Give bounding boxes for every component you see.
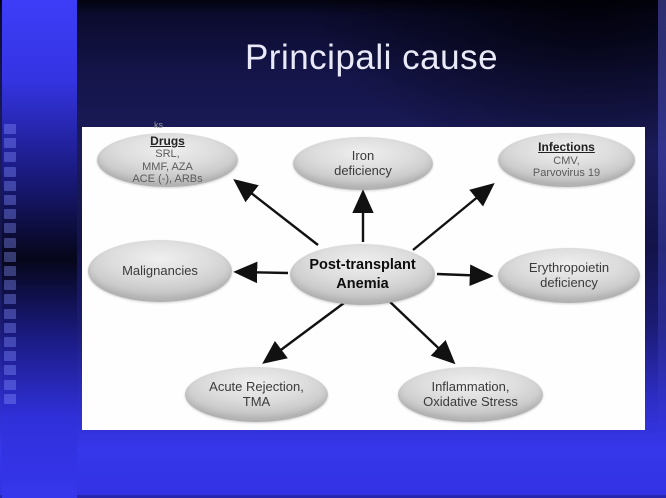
node-infections: Infections CMV, Parvovirus 19 bbox=[498, 133, 635, 187]
arrow-to-inflammation bbox=[387, 299, 456, 365]
node-drugs-sub: SRL, bbox=[155, 148, 180, 161]
node-drugs-sub: MMF, AZA bbox=[142, 160, 193, 173]
node-malignancies: Malignancies bbox=[88, 240, 232, 302]
film-strip-square bbox=[4, 266, 16, 276]
node-drugs-header: Drugs bbox=[150, 134, 185, 149]
arrow-to-erythropoietin bbox=[436, 264, 494, 287]
node-iron-line: Iron bbox=[351, 147, 375, 163]
node-drugs: Drugs SRL, MMF, AZA ACE (-), ARBs bbox=[97, 133, 238, 187]
film-strip-square bbox=[4, 380, 16, 390]
film-strip-square bbox=[4, 252, 16, 262]
film-strip-square bbox=[4, 238, 16, 248]
arrow-to-acute-rejection bbox=[262, 299, 349, 364]
center-node-line: Post-transplant bbox=[309, 257, 416, 274]
film-strip-square bbox=[4, 280, 16, 290]
node-infections-header: Infections bbox=[538, 140, 595, 155]
film-strip-square bbox=[4, 323, 16, 333]
film-strip-square bbox=[4, 365, 16, 375]
film-strip-square bbox=[4, 124, 16, 134]
film-strip-square bbox=[4, 138, 16, 148]
node-drugs-sub: ACE (-), ARBs bbox=[132, 172, 203, 185]
film-strip-square bbox=[4, 195, 16, 205]
node-epo-line: Erythropoietin bbox=[528, 259, 610, 275]
film-strip-square bbox=[4, 294, 16, 304]
node-iron-deficiency: Iron deficiency bbox=[293, 137, 433, 190]
node-malignancies-line: Malignancies bbox=[122, 262, 198, 278]
node-erythropoietin-deficiency: Erythropoietin deficiency bbox=[498, 248, 640, 303]
node-iron-line: deficiency bbox=[334, 162, 392, 178]
film-strip-square bbox=[4, 209, 16, 219]
node-inflammation-line: Oxidative Stress bbox=[423, 393, 518, 409]
film-strip-square bbox=[4, 309, 16, 319]
film-strip-square bbox=[4, 351, 16, 361]
film-strip-square bbox=[4, 167, 16, 177]
diagram-arrows bbox=[233, 179, 495, 365]
node-inflammation-oxidative-stress: Inflammation, Oxidative Stress bbox=[398, 367, 543, 422]
node-acute-rejection-tma: Acute Rejection, TMA bbox=[185, 367, 328, 422]
film-strip-square bbox=[4, 181, 16, 191]
bottom-edge-strip bbox=[0, 495, 666, 498]
slide-title: Principali cause bbox=[244, 38, 499, 77]
film-strip-square bbox=[4, 337, 16, 347]
node-rejection-line: Acute Rejection, bbox=[209, 378, 304, 394]
node-infections-sub: Parvovirus 19 bbox=[532, 166, 601, 179]
stray-mark-artifact: ks bbox=[154, 120, 163, 130]
diagram-panel: ks Drugs SRL, MMF, AZA ACE (-), ARBs bbox=[82, 120, 645, 430]
node-rejection-line: TMA bbox=[242, 393, 271, 409]
film-strip-square bbox=[4, 152, 16, 162]
right-edge-highlight bbox=[658, 0, 666, 498]
arrow-to-drugs bbox=[233, 179, 319, 246]
film-strip-square bbox=[4, 223, 16, 233]
center-node-line: Anemia bbox=[336, 275, 389, 292]
film-strip-square bbox=[4, 394, 16, 404]
node-post-transplant-anemia: Post-transplant Anemia bbox=[290, 244, 435, 305]
arrow-to-infections bbox=[412, 182, 495, 251]
node-inflammation-line: Inflammation, bbox=[431, 378, 510, 394]
node-epo-line: deficiency bbox=[540, 274, 598, 290]
node-infections-sub: CMV, bbox=[553, 154, 580, 167]
film-strip-bar bbox=[2, 0, 77, 498]
arrow-to-malignancies bbox=[233, 261, 289, 284]
